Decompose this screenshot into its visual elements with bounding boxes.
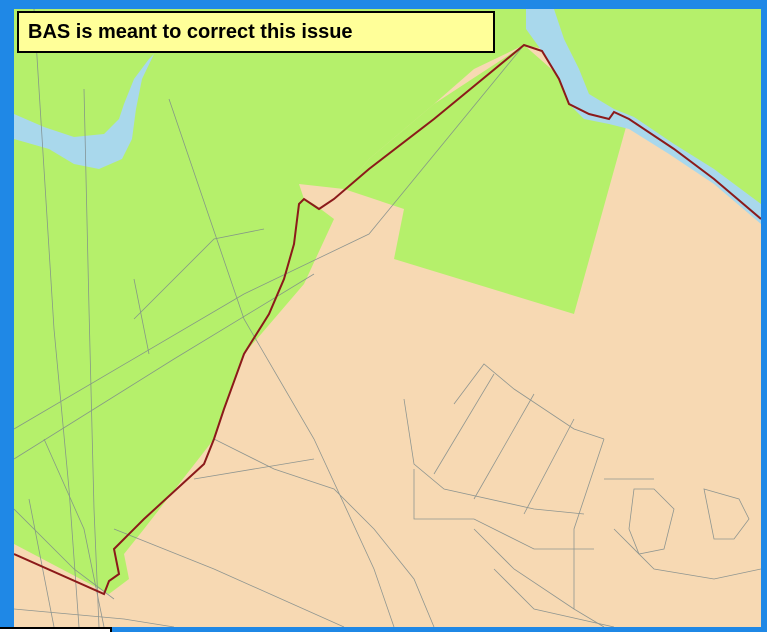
jurisdiction-boundary — [14, 43, 761, 596]
green-area-east — [344, 45, 626, 314]
road-network — [14, 9, 761, 627]
map-view[interactable] — [14, 9, 761, 627]
green-area — [14, 9, 761, 594]
corner-tab — [0, 627, 112, 632]
map-canvas — [14, 9, 761, 627]
callout-label: BAS is meant to correct this issue — [17, 11, 495, 53]
river-west — [14, 54, 154, 169]
